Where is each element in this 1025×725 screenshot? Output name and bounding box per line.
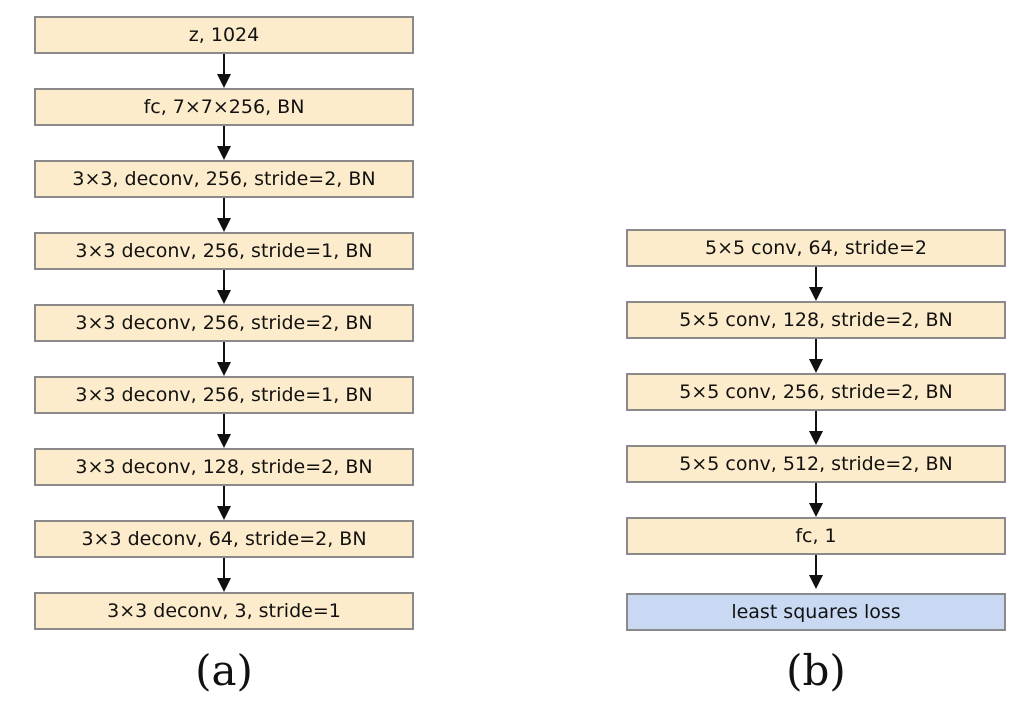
generator-layer-deconv-5: 3×3 deconv, 128, stride=2, BN <box>34 448 414 486</box>
least-squares-loss-box: least squares loss <box>626 593 1006 631</box>
flow-arrow <box>809 483 823 517</box>
flow-arrow <box>809 267 823 301</box>
flow-arrow <box>217 486 231 520</box>
discriminator-layer-fc: fc, 1 <box>626 517 1006 555</box>
flow-arrow <box>809 555 823 589</box>
panel-a-caption: (a) <box>195 646 253 695</box>
generator-layer-fc: fc, 7×7×256, BN <box>34 88 414 126</box>
flow-arrow <box>217 414 231 448</box>
generator-layer-output: 3×3 deconv, 3, stride=1 <box>34 592 414 630</box>
discriminator-layer-conv-2: 5×5 conv, 128, stride=2, BN <box>626 301 1006 339</box>
generator-layer-deconv-3: 3×3 deconv, 256, stride=2, BN <box>34 304 414 342</box>
discriminator-layer-conv-4: 5×5 conv, 512, stride=2, BN <box>626 445 1006 483</box>
flow-arrow <box>217 126 231 160</box>
flow-arrow <box>217 558 231 592</box>
generator-layer-deconv-1: 3×3, deconv, 256, stride=2, BN <box>34 160 414 198</box>
generator-layer-deconv-4: 3×3 deconv, 256, stride=1, BN <box>34 376 414 414</box>
discriminator-layer-conv-3: 5×5 conv, 256, stride=2, BN <box>626 373 1006 411</box>
flow-arrow <box>217 342 231 376</box>
panel-b-caption: (b) <box>786 646 846 695</box>
flow-arrow <box>809 339 823 373</box>
flow-arrow <box>217 270 231 304</box>
generator-layer-deconv-6: 3×3 deconv, 64, stride=2, BN <box>34 520 414 558</box>
discriminator-layer-conv-1: 5×5 conv, 64, stride=2 <box>626 229 1006 267</box>
generator-layer-input: z, 1024 <box>34 16 414 54</box>
flow-arrow <box>217 198 231 232</box>
flow-arrow <box>217 54 231 88</box>
generator-layer-deconv-2: 3×3 deconv, 256, stride=1, BN <box>34 232 414 270</box>
flow-arrow <box>809 411 823 445</box>
